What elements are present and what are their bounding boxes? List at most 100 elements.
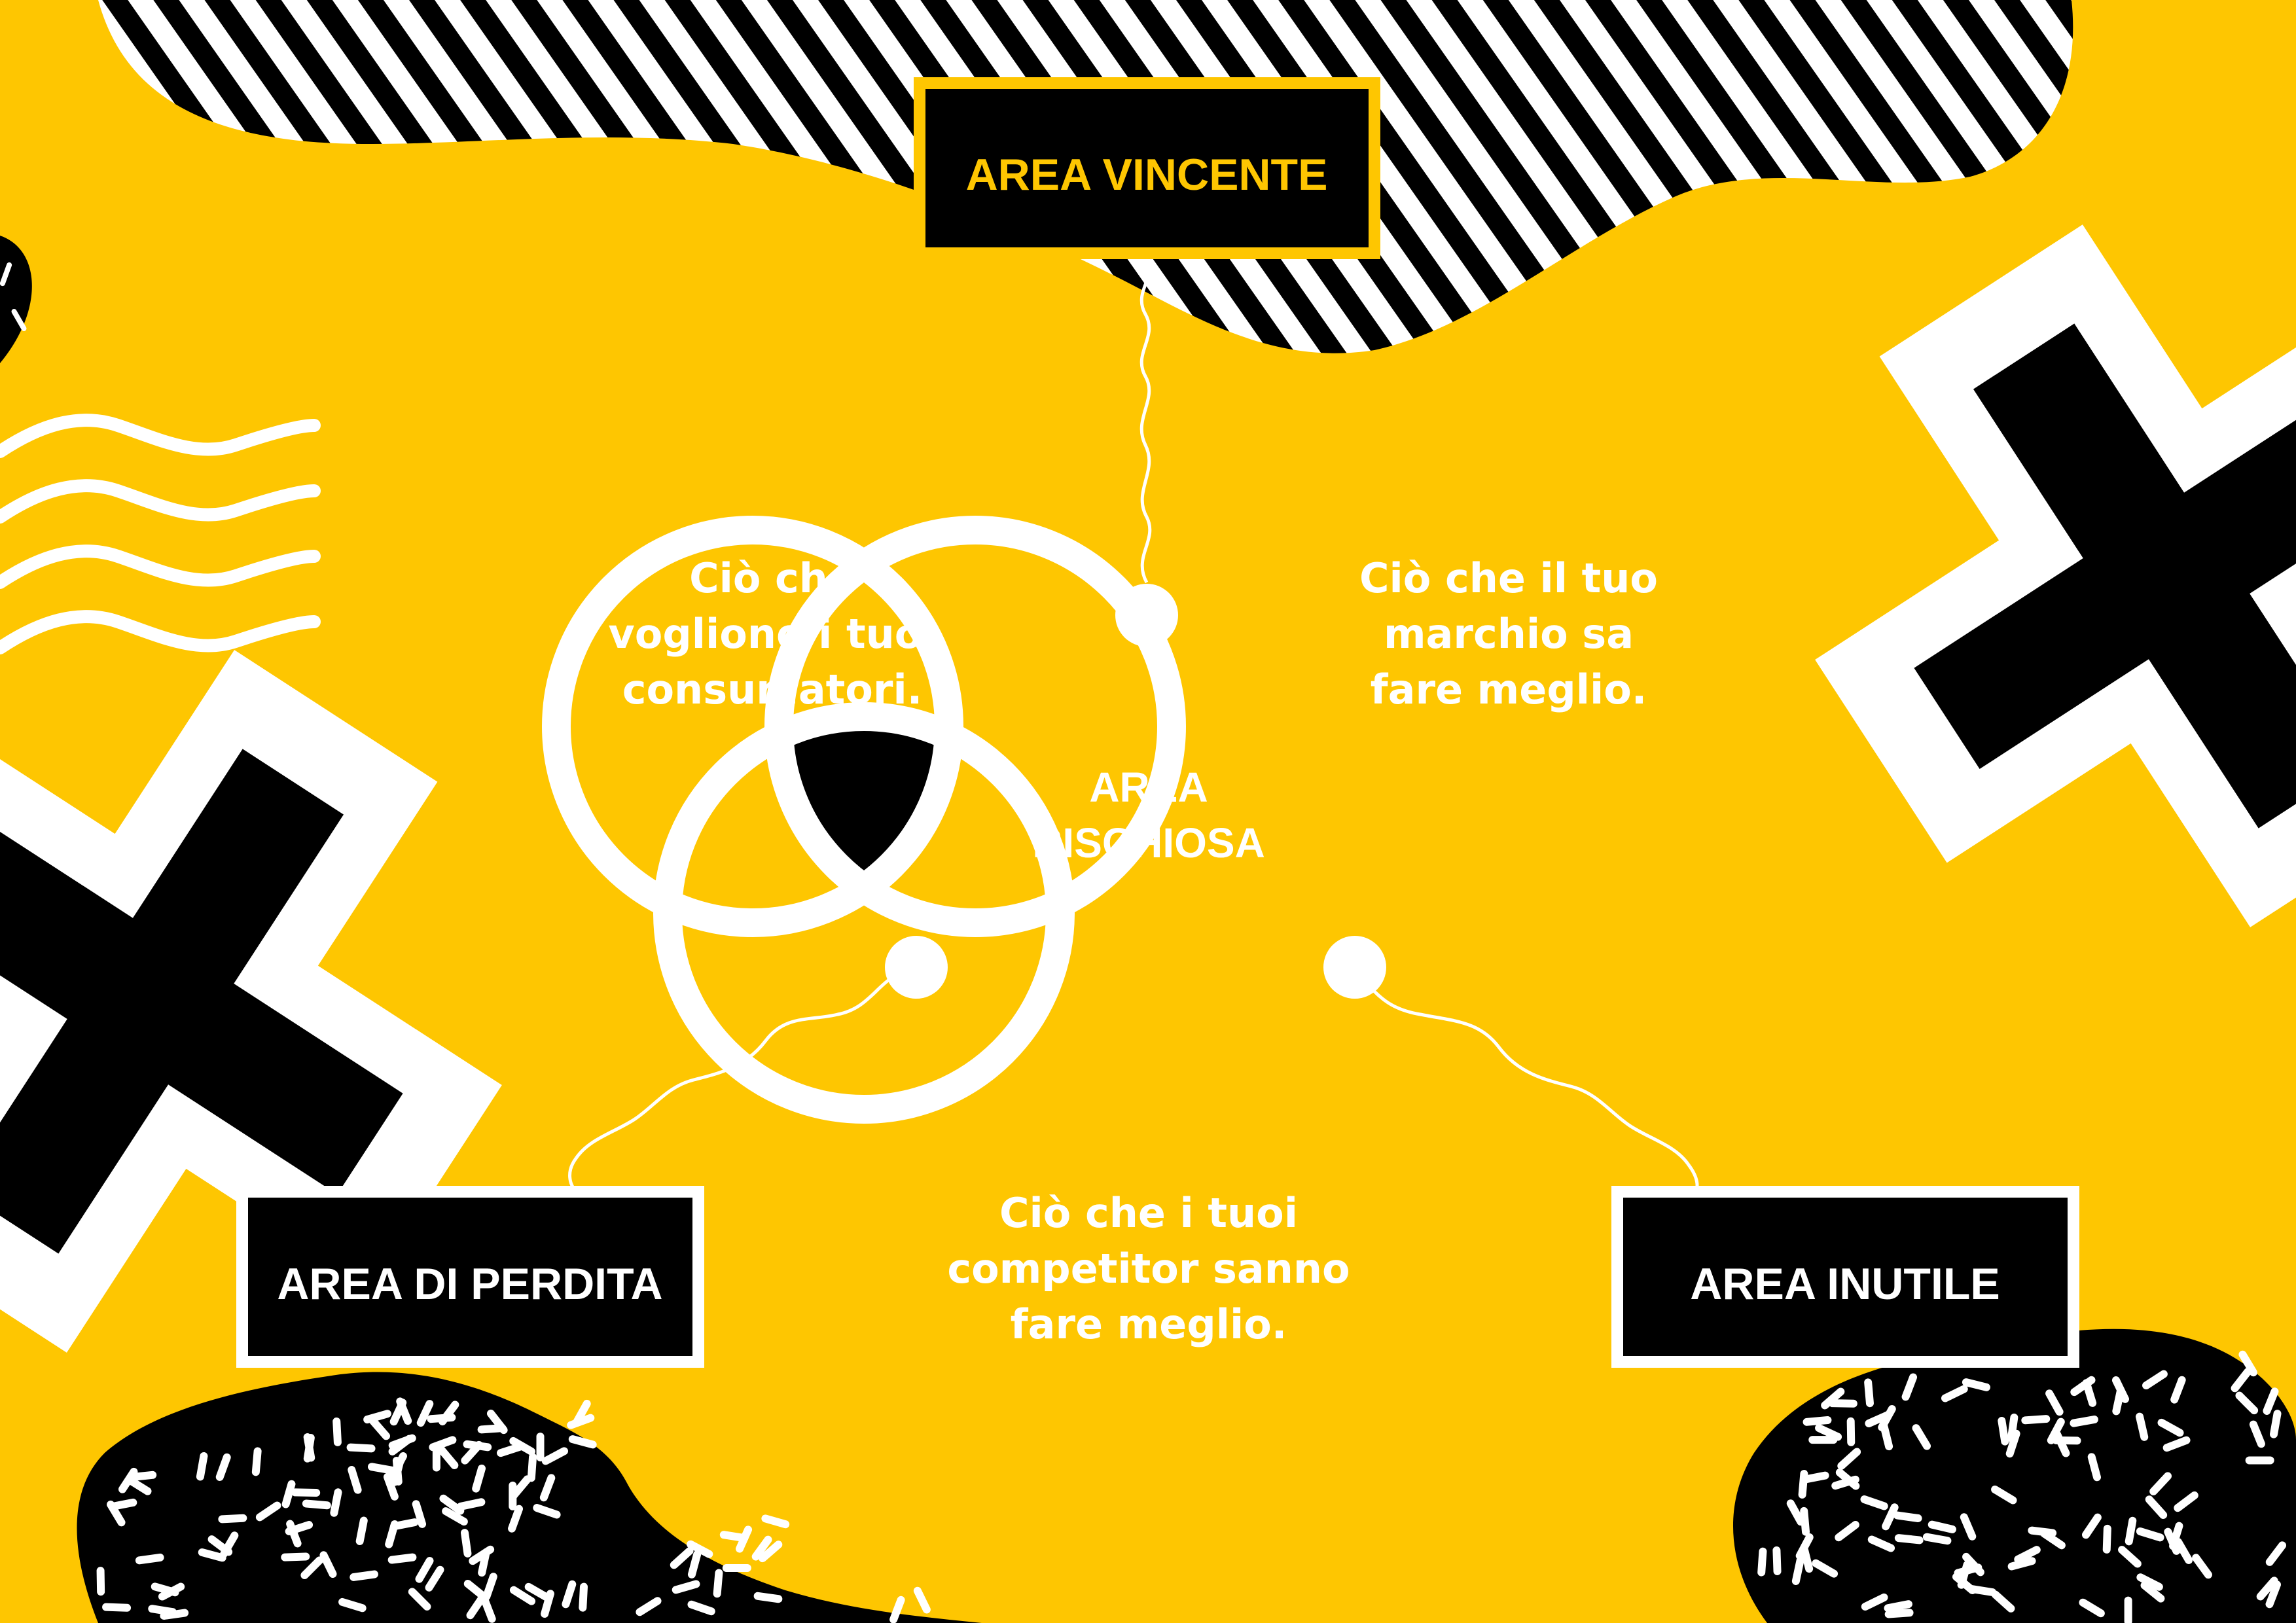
sprinkle [1991,1485,2017,1505]
sprinkle [338,1597,367,1613]
plus-sign-left-icon [0,650,502,1353]
sprinkle [286,1520,302,1548]
sprinkle [255,1501,281,1522]
sprinkle [389,1399,407,1426]
sprinkle [302,1499,331,1510]
loss-area-label: AREA DI PERDITA [277,1259,662,1309]
competitors-line-1: Ciò che i tuoi [999,1189,1298,1237]
useless-area-label: AREA INUTILE [1690,1259,2000,1309]
sprinkle [687,1540,713,1558]
sprinkle [1912,1424,1931,1450]
consumers-text: Ciò che vogliono i tuoi consumatori. [608,554,936,713]
sprinkle [1954,1563,1982,1577]
useless-area-box: AREA INUTILE [1611,1186,2079,1368]
sprinkle [2014,1546,2041,1563]
sprinkle [2087,1453,2101,1482]
sprinkle [1861,1593,1888,1611]
sprinkle [687,1550,702,1578]
sprinkle [415,1557,434,1583]
sprinkle [2145,1495,2168,1520]
sprinkle [412,1500,427,1528]
sprinkle [218,1514,247,1524]
sprinkle [350,1570,378,1581]
sprinkle [439,1400,459,1426]
sprinkle [291,1488,321,1497]
sprinkle [1837,1448,1861,1470]
sprinkle [416,1400,434,1427]
sprinkle [363,1410,391,1424]
sprinkle [2265,1541,2287,1566]
loss-area-box: AREA DI PERDITA [236,1186,704,1368]
sprinkle [198,1548,226,1562]
sprinkle [2136,1573,2163,1591]
sprinkle [439,1494,465,1515]
sprinkle [2249,1420,2265,1448]
consumers-line-3: consumatori. [622,666,923,713]
risky-area-line-2: RISCHIOSA [1032,819,1265,866]
competitors-line-3: fare meglio. [1011,1300,1287,1348]
competitors-text: Ciò che i tuoi competitor sanno fare meg… [947,1189,1350,1348]
sprinkle [536,1433,545,1462]
sprinkle [2047,1418,2065,1444]
sprinkle [319,1551,337,1578]
sprinkle [713,1569,723,1598]
sprinkle [442,1507,468,1526]
sprinkle [2245,1456,2274,1465]
connectors [568,257,1699,1192]
sprinkle [2269,1410,2282,1438]
venn-circles [542,516,1186,1124]
sprinkle [461,1440,483,1465]
sprinkle [1828,1399,1857,1408]
risky-area-line-1: AREA [1089,764,1208,811]
sprinkle [1821,1387,1845,1410]
sprinkle [761,1514,790,1529]
sprinkle [251,1447,262,1476]
sprinkle [1928,1520,1956,1533]
sprinkle [1812,1559,1839,1578]
sprinkle [1846,1417,1856,1446]
connector-winning [1139,257,1152,584]
sprinkle [135,1553,164,1565]
sprinkle [1800,1544,1814,1573]
sprinkle [457,1498,486,1510]
sprinkle [687,1600,715,1616]
sprinkle [1884,1600,1912,1613]
sprinkle [346,1443,376,1453]
sprinkle [2170,1376,2186,1404]
sprinkle [383,1472,399,1501]
sprinkle [670,1546,694,1569]
sprinkle [751,1535,772,1561]
sprinkle [753,1592,783,1603]
sprinkle [2045,1389,2064,1416]
sprinkle [533,1504,561,1519]
sprinkle [1800,1507,1810,1536]
sprinkle [527,1453,537,1482]
sprinkle [148,1605,177,1616]
sprinkle [385,1520,399,1548]
sprinkle [482,1573,497,1601]
sprinkle [408,1588,431,1611]
sprinkles-blob-left-icon [77,1372,982,1623]
sprinkle [2140,1581,2165,1603]
sprinkle [2174,1491,2198,1512]
sprinkle [2021,1415,2051,1425]
sprinkle [1991,1590,2015,1613]
sprinkle [2235,1391,2259,1415]
sprinkle [568,1435,597,1449]
sprinkle [508,1505,524,1533]
sprinkle [541,1447,569,1465]
sprinkle [2192,1554,2212,1579]
sprinkle [2162,1436,2191,1452]
sprinkle [118,1467,138,1493]
sprinkle [1941,1385,1968,1402]
sprinkle [510,1475,531,1499]
black-blob-left-icon [0,236,32,363]
consumers-line-1: Ciò che [689,554,855,602]
sprinkle [387,1553,417,1564]
sprinkle [2007,1557,2036,1571]
sprinkle [1803,1416,1832,1426]
sprinkle [1922,1533,1952,1545]
sprinkle [1967,1584,1997,1596]
sprinkle [477,1424,507,1434]
sprinkle [1860,1495,1888,1510]
